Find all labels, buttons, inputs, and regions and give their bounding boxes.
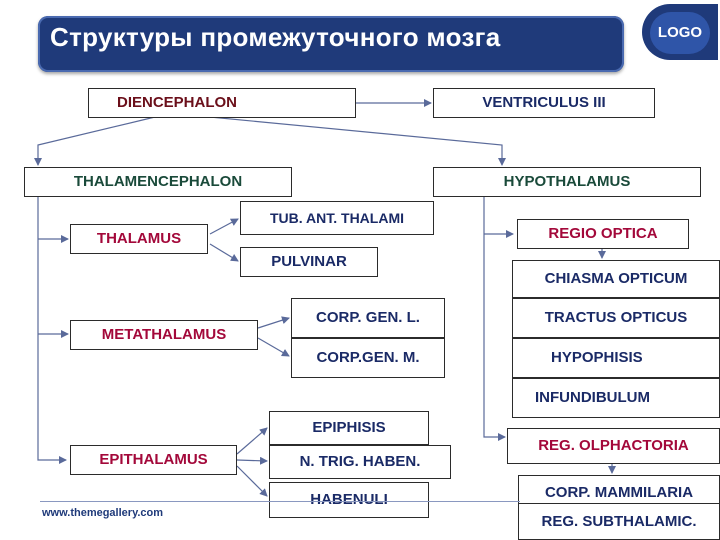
node-regio-optica: REGIO OPTICA [517, 219, 689, 249]
arrow-epiphisis [236, 427, 268, 455]
node-corp-gen-l: CORP. GEN. L. [291, 298, 445, 338]
line-thal-trunk [37, 196, 67, 464]
node-ventriculus: VENTRICULUS III [433, 88, 655, 118]
node-infundibulum: INFUNDIBULUM [512, 378, 720, 418]
node-metathalamus: METATHALAMUS [70, 320, 258, 350]
node-hypothalamus: HYPOTHALAMUS [433, 167, 701, 197]
arrow-diencephalon-hypothalamus [209, 116, 506, 166]
node-hypophisis: HYPOPHISIS [512, 338, 720, 378]
logo-badge: LOGO [650, 12, 710, 54]
node-thalamencephalon: THALAMENCEPHALON [24, 167, 292, 197]
node-tub-ant-thalami: TUB. ANT. THALAMI [240, 201, 434, 235]
node-reg-olphactoria: REG. OLPHACTORIA [507, 428, 720, 464]
arrow-diencephalon-thalamencephalon [34, 116, 156, 166]
arrow-pulvinar [209, 243, 239, 262]
node-diencephalon: DIENCEPHALON [88, 88, 356, 118]
node-n-trig-haben: N. TRIG. HABEN. [269, 445, 451, 479]
footer-divider [40, 501, 520, 502]
node-corp-gen-m: CORP.GEN. M. [291, 338, 445, 378]
arrow-tub-ant [209, 218, 239, 235]
node-pulvinar: PULVINAR [240, 247, 378, 277]
footer-url: www.themegallery.com [42, 507, 164, 519]
node-thalamus: THALAMUS [70, 224, 208, 254]
node-chiasma-opticum: CHIASMA OPTICUM [512, 260, 720, 298]
arrow-corp-gen-m [257, 337, 290, 357]
node-reg-subthalamic: REG. SUBTHALAMIC. [518, 503, 720, 540]
node-habenuli: HABENULI [269, 482, 429, 518]
node-tractus-opticus: TRACTUS OPTICUS [512, 298, 720, 338]
logo: LOGO [642, 4, 718, 60]
arrow-n-trig [236, 456, 268, 465]
arrow-corp-gen-l [257, 316, 290, 329]
line-hypo-trunk [483, 196, 506, 441]
page-title: Структуры промежуточного мозга [50, 22, 501, 52]
logo-text: LOGO [657, 24, 703, 41]
node-epiphisis: EPIPHISIS [269, 411, 429, 445]
title-bar: Структуры промежуточного мозга [38, 16, 624, 72]
arrow-habenuli [236, 465, 268, 497]
node-epithalamus: EPITHALAMUS [70, 445, 237, 475]
